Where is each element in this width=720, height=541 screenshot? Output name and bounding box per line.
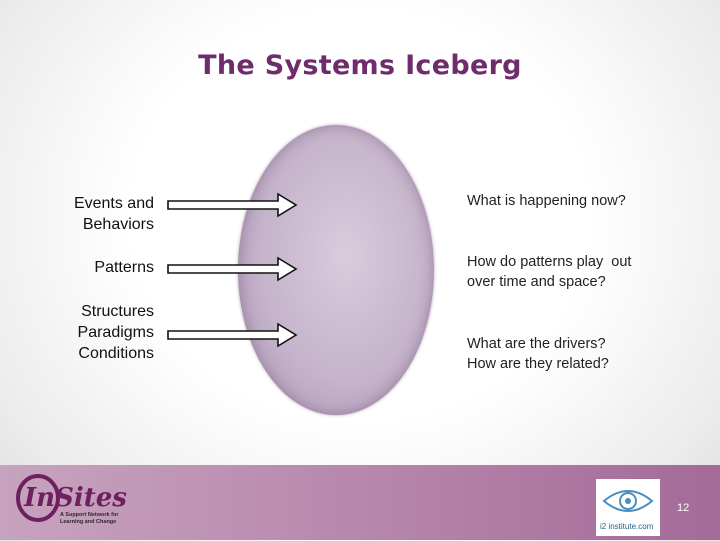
arrow-right-icon: [167, 322, 298, 348]
question-line: How are they related?: [467, 356, 609, 372]
level-label-line: Paradigms: [77, 324, 154, 341]
level-label-events: Events and Behaviors: [74, 193, 154, 235]
insites-logo: InSites A Support Network for Learning a…: [14, 470, 149, 530]
level-label-line: Events and: [73, 195, 154, 212]
question-line: How do patterns play out: [467, 254, 632, 270]
question-events: What is happening now?: [467, 191, 626, 211]
insites-logo-wordmark: InSites: [23, 483, 127, 513]
question-line: over time and space?: [467, 274, 606, 290]
arrow-right-icon: [167, 192, 298, 218]
level-label-line: Behaviors: [82, 216, 154, 233]
i2-institute-logo: i2 institute.com: [596, 479, 660, 536]
question-line: What are the drivers?: [467, 336, 606, 352]
question-patterns: How do patterns play out over time and s…: [467, 252, 631, 292]
i2-institute-wordmark: i2 institute.com: [600, 522, 654, 531]
level-label-structures: Structures Paradigms Conditions: [78, 301, 154, 364]
question-line: What is happening now?: [467, 193, 626, 209]
arrow-right-icon: [167, 256, 298, 282]
level-label-patterns: Patterns: [94, 257, 154, 278]
insites-tagline-line: A Support Network for: [60, 512, 119, 518]
page-number: 12: [677, 502, 690, 514]
slide-title: The Systems Iceberg: [198, 50, 522, 81]
question-structures: What are the drivers? How are they relat…: [467, 334, 609, 374]
insites-tagline-line: Learning and Change: [60, 519, 116, 525]
level-label-line: Structures: [81, 303, 154, 320]
level-label-line: Patterns: [94, 259, 154, 276]
level-label-line: Conditions: [78, 345, 154, 362]
